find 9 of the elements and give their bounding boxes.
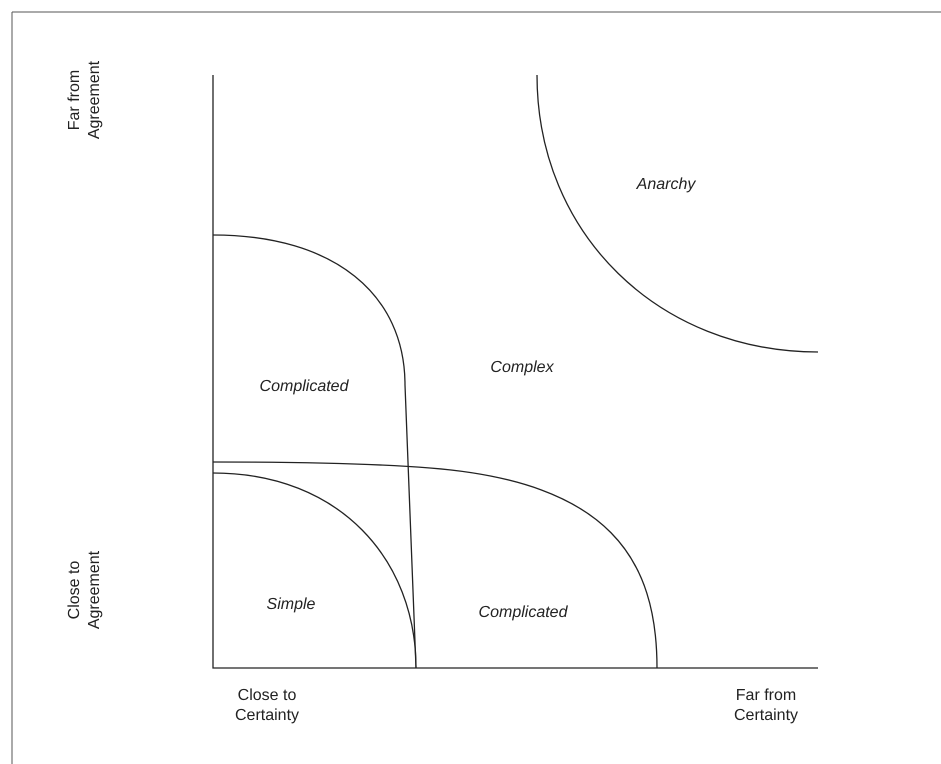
region-label: Complex — [490, 358, 554, 378]
axis-label: Far from Agreement — [65, 60, 104, 142]
axis-label: Far from Certainty — [732, 686, 800, 726]
region-label: Simple — [266, 595, 316, 615]
region-label: Complicated — [260, 377, 348, 397]
region-label: Anarchy — [636, 175, 696, 195]
axis-label: Close to Certainty — [234, 686, 300, 726]
axis-label: Close to Agreement — [65, 550, 104, 632]
region-label: Complicated — [478, 603, 568, 623]
